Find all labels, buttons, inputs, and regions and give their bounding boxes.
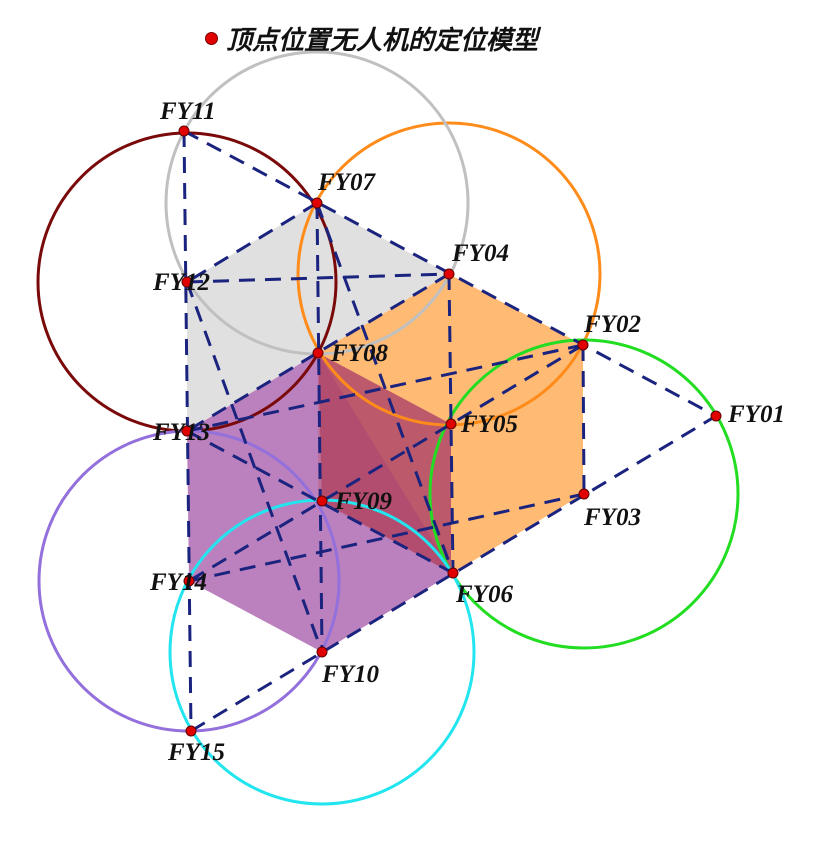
label-fy08: FY08 — [330, 340, 388, 367]
label-fy01: FY01 — [727, 401, 785, 428]
diagram-title: 顶点位置无人机的定位模型 — [205, 18, 538, 58]
edge-fy02-fy03 — [581, 344, 586, 495]
drone-points — [178, 125, 722, 737]
legend-point-icon — [205, 31, 218, 45]
point-fy07 — [311, 197, 323, 209]
shaded-regions — [187, 203, 583, 652]
label-fy05: FY05 — [460, 411, 518, 438]
label-fy10: FY10 — [321, 661, 379, 688]
edge-fy07-fy10 — [315, 202, 324, 653]
red-region — [318, 353, 451, 573]
point-fy11 — [178, 125, 190, 137]
label-fy02: FY02 — [583, 311, 641, 338]
label-fy11: FY11 — [159, 98, 216, 125]
point-fy15 — [185, 725, 197, 737]
point-fy10 — [316, 646, 328, 658]
label-fy09: FY09 — [334, 488, 392, 515]
edge-fy07-fy06 — [315, 202, 455, 574]
edge-fy12-fy10 — [185, 281, 324, 653]
point-fy04 — [443, 268, 455, 280]
point-fy02 — [577, 339, 589, 351]
label-fy14: FY14 — [149, 569, 207, 596]
point-fy08 — [312, 347, 324, 359]
label-fy07: FY07 — [317, 169, 376, 196]
point-fy03 — [578, 488, 590, 500]
point-fy09 — [316, 495, 328, 507]
label-fy03: FY03 — [583, 504, 641, 531]
label-fy13: FY13 — [152, 419, 210, 446]
point-fy05 — [445, 418, 457, 430]
label-fy06: FY06 — [455, 581, 513, 608]
label-fy04: FY04 — [451, 240, 509, 267]
point-fy13 — [181, 425, 193, 437]
edge-fy13-fy02 — [186, 343, 584, 433]
label-fy15: FY15 — [167, 739, 225, 766]
label-fy12: FY12 — [152, 269, 210, 296]
point-fy14 — [183, 575, 195, 587]
point-fy06 — [447, 567, 459, 579]
point-fy12 — [181, 276, 193, 288]
title-text: 顶点位置无人机的定位模型 — [226, 25, 539, 56]
edge-fy12-fy04 — [186, 272, 450, 284]
point-fy01 — [710, 410, 722, 422]
edge-fy14-fy03 — [188, 492, 585, 583]
